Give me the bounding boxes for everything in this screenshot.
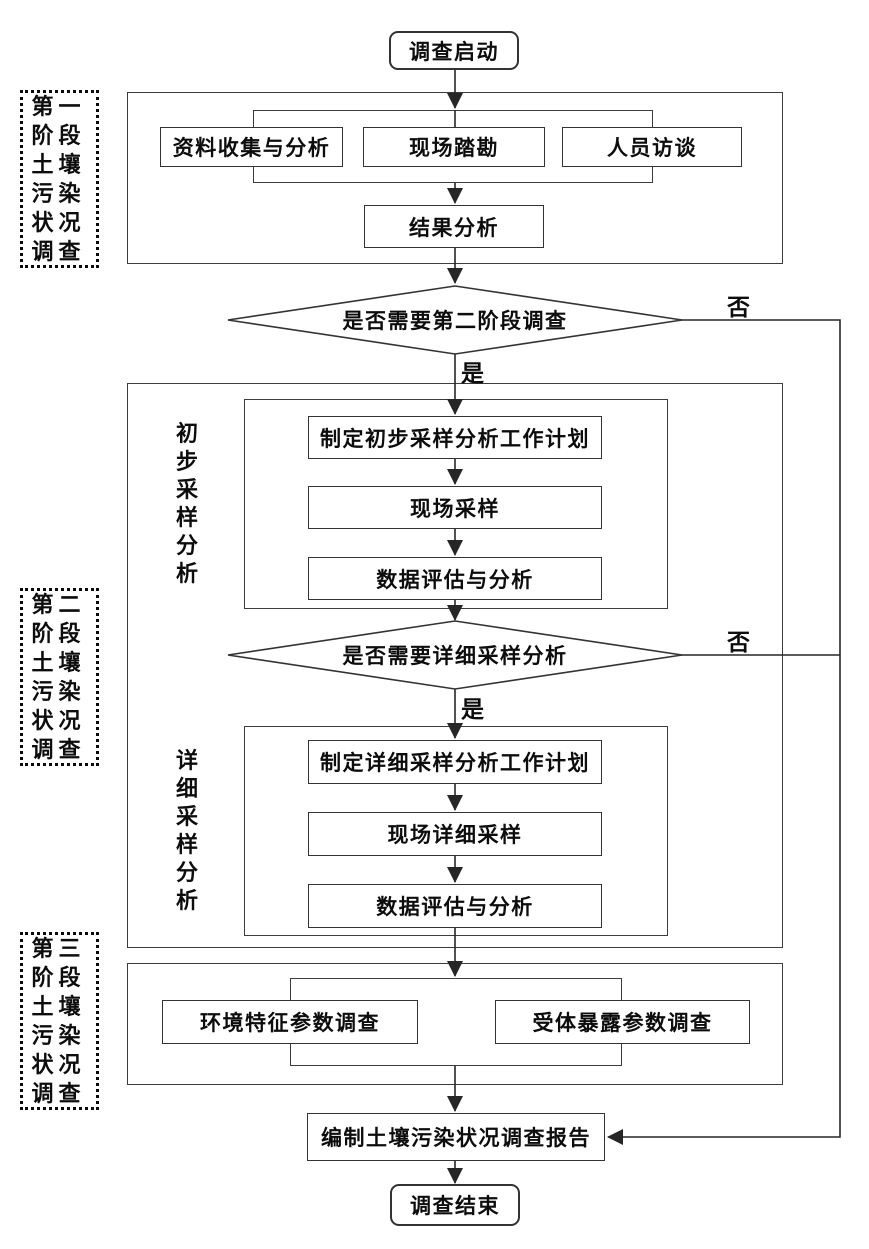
end-node-label: 调查结束 xyxy=(410,1195,500,1218)
task-site-reconnaissance-label: 现场踏勘 xyxy=(409,137,499,160)
end-node: 调查结束 xyxy=(390,1184,520,1226)
task-data-collection-label: 资料收集与分析 xyxy=(172,137,331,160)
task-environmental-parameters-label: 环境特征参数调查 xyxy=(200,1012,380,1035)
task-personnel-interview: 人员访谈 xyxy=(562,127,742,167)
step-data-evaluation-2: 数据评估与分析 xyxy=(308,884,602,928)
phase2-side-label: 第二阶段土壤污染状况调查 xyxy=(20,588,99,766)
report-node-label: 编制土壤污染状况调查报告 xyxy=(321,1127,591,1150)
step-plan-detailed-sampling: 制定详细采样分析工作计划 xyxy=(308,740,602,784)
step-site-detailed-sampling: 现场详细采样 xyxy=(308,812,602,856)
group2-label-text: 详细采样分析 xyxy=(175,748,198,913)
decision2-diamond xyxy=(227,620,683,690)
step-data-evaluation-1: 数据评估与分析 xyxy=(308,557,602,600)
group1-label: 初步采样分析 xyxy=(170,399,204,609)
decision1-yes-label: 是 xyxy=(461,360,484,386)
phase3-side-label-text: 第三阶段土壤污染状况调查 xyxy=(31,936,86,1106)
task-result-analysis: 结果分析 xyxy=(364,205,544,248)
task-result-analysis-label: 结果分析 xyxy=(409,216,499,240)
task-environmental-parameters: 环境特征参数调查 xyxy=(162,1000,418,1044)
step-site-detailed-sampling-label: 现场详细采样 xyxy=(387,824,523,847)
step-site-sampling-label: 现场采样 xyxy=(410,497,500,521)
phase1-side-label: 第一阶段土壤污染状况调查 xyxy=(20,90,99,268)
task-receptor-exposure-parameters: 受体暴露参数调查 xyxy=(495,1000,750,1044)
decision1-no-label: 否 xyxy=(727,294,750,320)
group2-label: 详细采样分析 xyxy=(170,726,204,936)
step-site-sampling: 现场采样 xyxy=(308,486,602,529)
report-node: 编制土壤污染状况调查报告 xyxy=(307,1113,605,1161)
step-plan-preliminary-sampling: 制定初步采样分析工作计划 xyxy=(308,416,602,459)
decision1-diamond xyxy=(227,285,683,355)
no-branch-path-to-report xyxy=(607,319,841,1145)
start-node: 调查启动 xyxy=(389,31,519,70)
phase3-side-label: 第三阶段土壤污染状况调查 xyxy=(20,932,99,1110)
phase2-side-label-text: 第二阶段土壤污染状况调查 xyxy=(31,592,86,762)
task-site-reconnaissance: 现场踏勘 xyxy=(363,127,545,167)
start-node-label: 调查启动 xyxy=(409,40,499,64)
step-data-evaluation-2-label: 数据评估与分析 xyxy=(376,896,534,919)
group1-label-text: 初步采样分析 xyxy=(175,421,198,586)
decision2-no-label: 否 xyxy=(727,629,750,655)
task-personnel-interview-label: 人员访谈 xyxy=(607,137,697,160)
phase1-side-label-text: 第一阶段土壤污染状况调查 xyxy=(31,94,86,264)
step-data-evaluation-1-label: 数据评估与分析 xyxy=(376,568,534,592)
step-plan-preliminary-sampling-label: 制定初步采样分析工作计划 xyxy=(320,427,590,451)
decision1-text: 是否需要第二阶段调查 xyxy=(342,310,568,333)
decision2-text: 是否需要详细采样分析 xyxy=(342,645,568,668)
task-receptor-exposure-parameters-label: 受体暴露参数调查 xyxy=(532,1012,713,1035)
decision2-yes-label: 是 xyxy=(461,696,484,722)
task-data-collection: 资料收集与分析 xyxy=(160,127,343,167)
step-plan-detailed-sampling-label: 制定详细采样分析工作计划 xyxy=(320,752,590,775)
